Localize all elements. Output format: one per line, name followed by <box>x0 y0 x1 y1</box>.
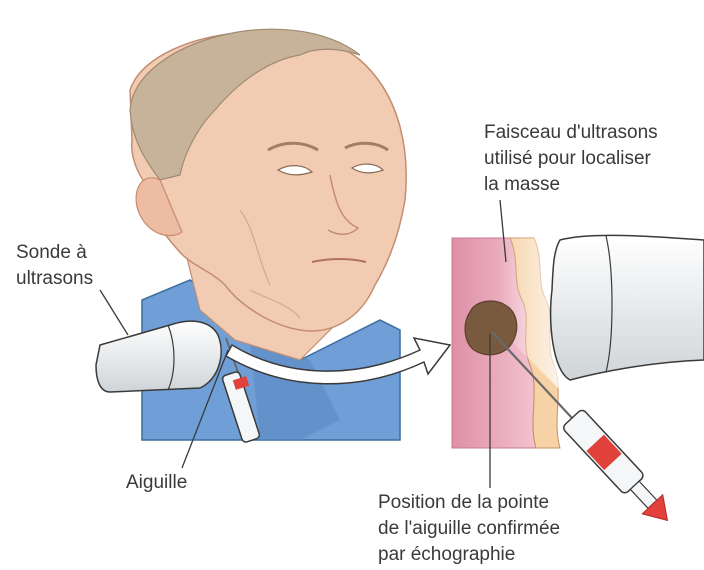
ultrasound-probe-small <box>96 321 221 392</box>
label-beam: Faisceau d'ultrasons utilisé pour locali… <box>484 120 658 198</box>
label-tip: Position de la pointe de l'aiguille conf… <box>378 490 560 568</box>
mass <box>465 301 517 355</box>
label-tip-line-3: par échographie <box>378 542 560 568</box>
label-tip-line-1: Position de la pointe <box>378 490 560 516</box>
label-probe-line-2: ultrasons <box>16 266 93 292</box>
leader-probe <box>100 290 128 335</box>
label-tip-line-2: de l'aiguille confirmée <box>378 516 560 542</box>
label-probe: Sonde à ultrasons <box>16 240 93 292</box>
label-probe-line-1: Sonde à <box>16 240 93 266</box>
label-beam-line-1: Faisceau d'ultrasons <box>484 120 658 146</box>
label-beam-line-3: la masse <box>484 172 658 198</box>
label-needle-text: Aiguille <box>126 470 187 496</box>
label-beam-line-2: utilisé pour localiser <box>484 146 658 172</box>
ultrasound-probe-large <box>551 235 704 380</box>
inset-tissue <box>452 238 560 448</box>
label-needle: Aiguille <box>126 470 187 496</box>
